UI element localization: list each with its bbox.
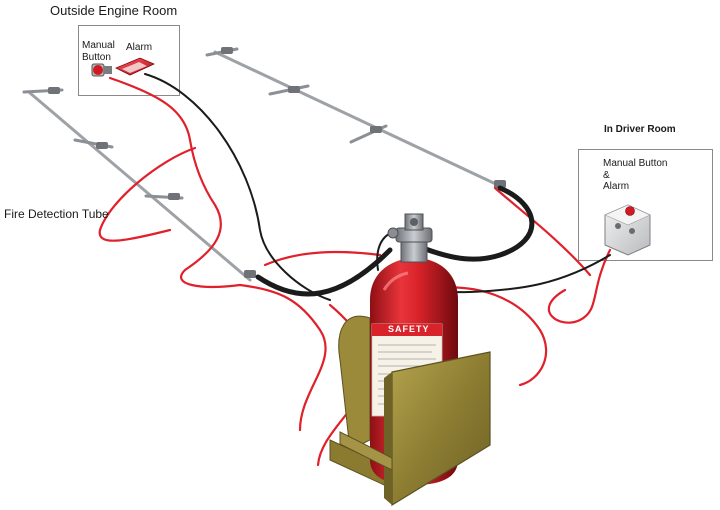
- fire-detection-tube-label: Fire Detection Tube: [4, 207, 109, 221]
- driver-label-line-1: Manual Button: [603, 158, 668, 169]
- driver-label-line-3: Alarm: [603, 181, 630, 192]
- outside-manual-button: [91, 63, 112, 77]
- bracket-plate: [339, 351, 491, 507]
- mounting-bracket: [329, 315, 396, 491]
- right-pipe-nozzles: [205, 47, 388, 144]
- outside-manual-button-label-line-2: Button: [82, 51, 111, 63]
- outside-alarm-label: Alarm: [126, 42, 153, 53]
- outside-alarm: [115, 57, 155, 76]
- in-driver-room-label: In Driver Room: [604, 124, 676, 135]
- outside-manual-button-label: Manual Button: [82, 40, 115, 63]
- pipe-fittings: [48, 47, 506, 278]
- left-steel-pipe: [28, 91, 252, 282]
- cylinder-brand-text: SAFETY: [388, 324, 430, 334]
- driver-room-control-box: [604, 204, 651, 256]
- outside-engine-room-label: Outside Engine Room: [50, 3, 178, 18]
- red-detection-tube: [98, 76, 612, 467]
- right-steel-pipe: [213, 50, 502, 188]
- driver-label-line-2: &: [603, 169, 610, 181]
- black-hose: [144, 73, 611, 301]
- outside-manual-button-label-line-1: Manual: [82, 40, 115, 51]
- valve-head: [387, 213, 433, 263]
- driver-manual-button-alarm-label: Manual Button & Alarm: [603, 158, 668, 193]
